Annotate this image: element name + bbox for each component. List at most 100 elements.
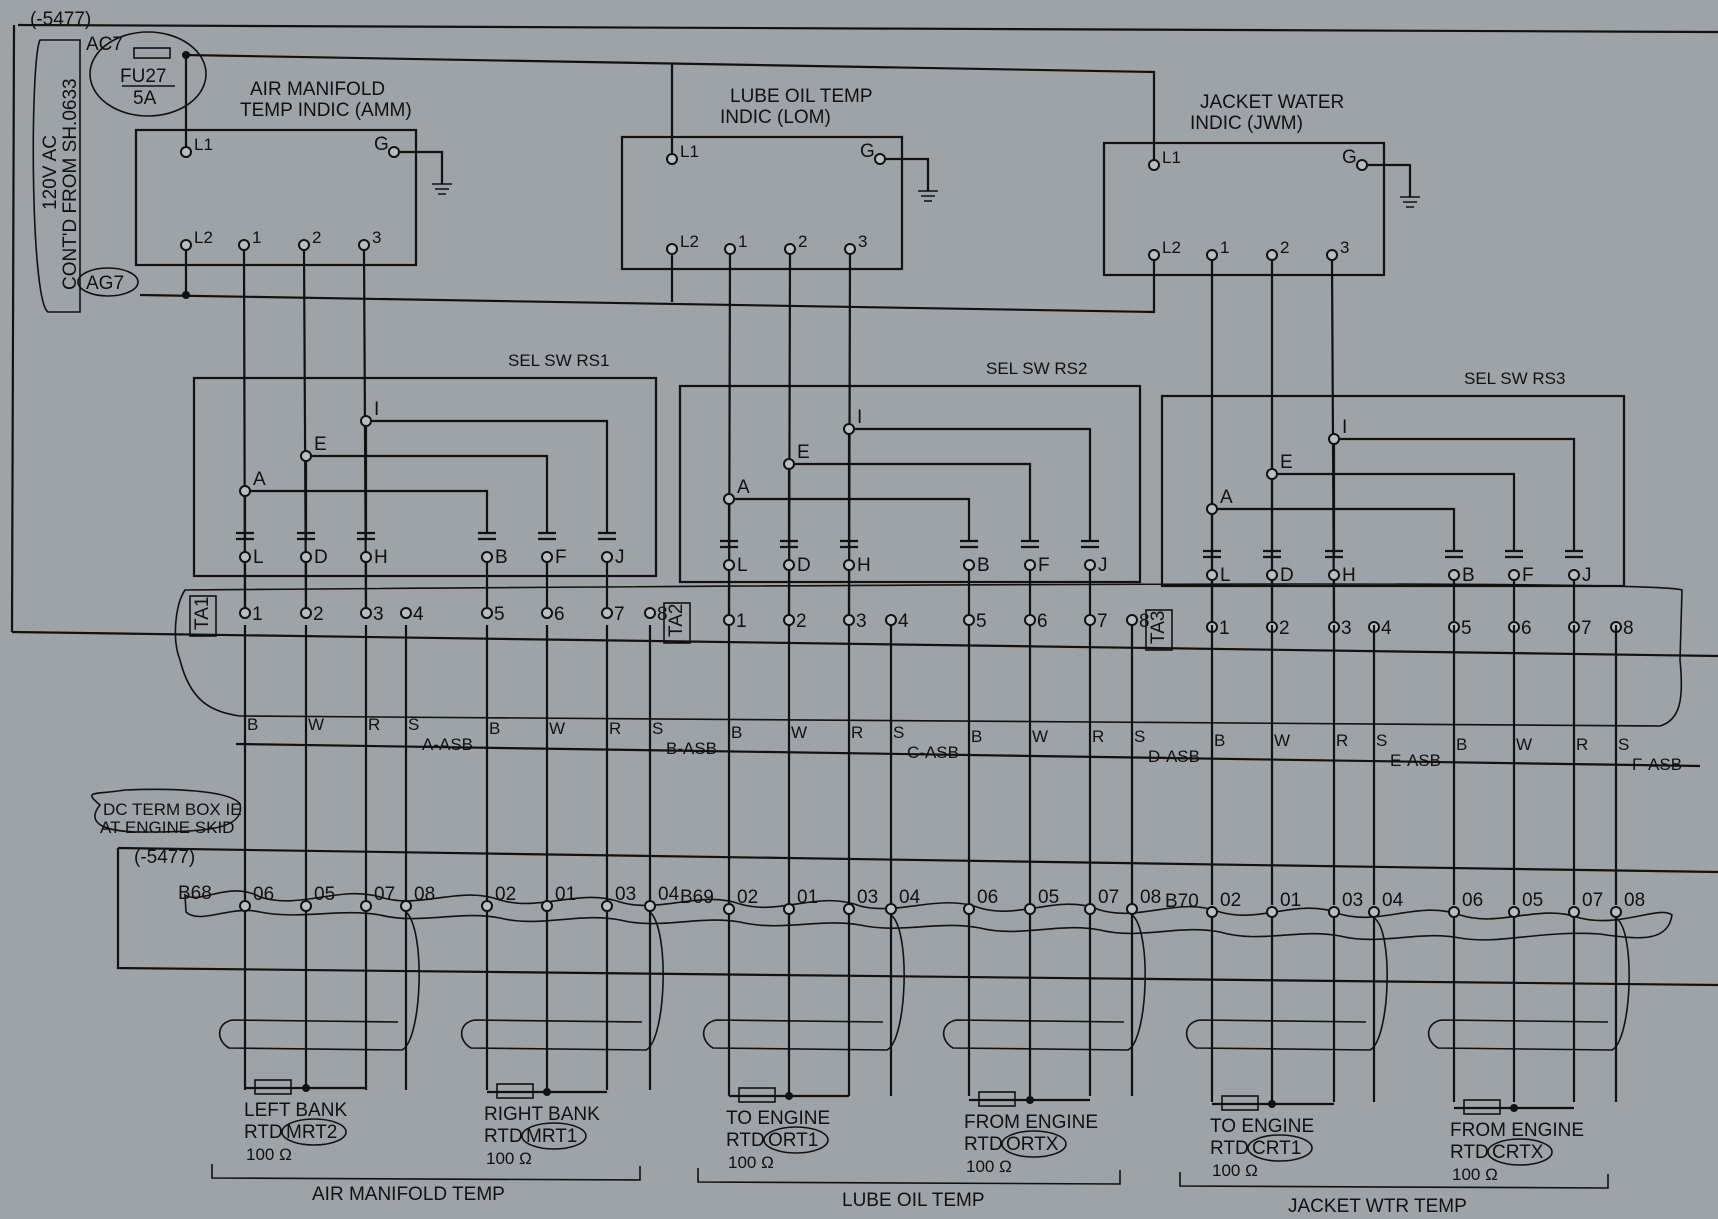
pole-label: E bbox=[797, 442, 810, 463]
dc-terminal bbox=[644, 900, 656, 912]
terminal-number: 8 bbox=[657, 604, 668, 625]
conductor-label: W bbox=[1274, 731, 1290, 750]
terminal-label: 1 bbox=[252, 228, 261, 247]
conductor-label: B bbox=[731, 723, 742, 742]
terminal-number: 4 bbox=[1381, 618, 1392, 639]
shield-drain bbox=[218, 911, 420, 1051]
switch-pole bbox=[300, 450, 312, 462]
contact-label: L bbox=[737, 555, 748, 576]
terminal-t_l2 bbox=[180, 239, 192, 251]
switch-box bbox=[1160, 394, 1626, 588]
shield-drain bbox=[942, 914, 1146, 1051]
terminal-label: L1 bbox=[194, 135, 213, 154]
terminal-number: 2 bbox=[313, 604, 324, 625]
dc-term-box: DC TERM BOX IE AT ENGINE SKID (-5477) B6… bbox=[91, 788, 1718, 1102]
supply-line1: 120V AC bbox=[40, 135, 61, 210]
terminal-point bbox=[400, 607, 412, 619]
dc-terminal bbox=[963, 903, 975, 915]
dc-block-label: B70 bbox=[1165, 891, 1199, 912]
terminal-point bbox=[601, 607, 613, 619]
rtd-type: RTD bbox=[726, 1130, 765, 1151]
rtd-resistance: 100 Ω bbox=[1212, 1161, 1258, 1180]
terminal-number: 6 bbox=[1037, 611, 1048, 632]
indicator-box bbox=[134, 128, 418, 267]
dc-terminal bbox=[1206, 906, 1218, 918]
contact-label: D bbox=[797, 555, 811, 576]
terminal-block-label: TA1 bbox=[192, 597, 213, 630]
contact-label: J bbox=[1582, 565, 1592, 586]
terminal-point bbox=[644, 607, 656, 619]
conductor-label: S bbox=[408, 715, 419, 734]
terminal-t2 bbox=[1266, 249, 1278, 261]
contact-icon bbox=[538, 531, 556, 541]
dc-terminal-number: 04 bbox=[899, 887, 921, 908]
terminal-number: 8 bbox=[1139, 611, 1150, 632]
cable-name: D-ASB bbox=[1148, 747, 1200, 766]
terminal-label: G bbox=[1342, 147, 1357, 168]
pole-label: I bbox=[1342, 417, 1347, 438]
resistor-icon bbox=[738, 1087, 776, 1103]
dc-block-label: B69 bbox=[680, 887, 714, 908]
terminal-number: 2 bbox=[1279, 618, 1290, 639]
dc-terminal-number: 06 bbox=[1462, 890, 1483, 911]
dc-terminal-number: 03 bbox=[1342, 890, 1363, 911]
terminal-point bbox=[1126, 614, 1138, 626]
rtd-tag: CRT1 bbox=[1252, 1138, 1301, 1159]
dc-terminal bbox=[885, 903, 897, 915]
conductor-label: B bbox=[971, 727, 982, 746]
rtd-type: RTD bbox=[244, 1122, 283, 1143]
terminal-label: L2 bbox=[194, 228, 213, 247]
terminal-block-label: TA3 bbox=[1148, 611, 1169, 644]
dc-terminal-number: 08 bbox=[414, 884, 435, 905]
switch-contact bbox=[1084, 559, 1096, 571]
dc-terminal bbox=[541, 900, 553, 912]
resistor-icon bbox=[254, 1079, 292, 1095]
cable-name: C-ASB bbox=[907, 743, 959, 762]
terminal-t1 bbox=[724, 243, 736, 255]
contact-label: D bbox=[1280, 565, 1294, 586]
conductor-label: R bbox=[851, 723, 863, 742]
switch-label: SEL SW RS1 bbox=[508, 351, 609, 370]
rtd-type: RTD bbox=[484, 1126, 523, 1147]
switch-label: SEL SW RS2 bbox=[986, 359, 1087, 378]
dc-terminal-number: 02 bbox=[495, 884, 516, 905]
dc-block-label: B68 bbox=[178, 883, 212, 904]
switch-contact bbox=[1024, 559, 1036, 571]
indicator-box bbox=[620, 135, 904, 271]
conductor-label: S bbox=[893, 723, 904, 742]
terminal-number: 8 bbox=[1623, 618, 1634, 639]
rtd-resistance: 100 Ω bbox=[728, 1153, 774, 1172]
terminal-point bbox=[963, 614, 975, 626]
dc-terminal bbox=[1328, 906, 1340, 918]
contact-label: B bbox=[977, 555, 990, 576]
terminal-l1 bbox=[666, 153, 678, 165]
dc-box-ref: (-5477) bbox=[134, 847, 195, 868]
terminal-t2 bbox=[784, 243, 796, 255]
return-tag: AG7 bbox=[86, 273, 124, 294]
dc-terminal bbox=[1568, 906, 1580, 918]
dc-terminal-number: 08 bbox=[1624, 890, 1645, 911]
terminal-t_l2 bbox=[666, 243, 678, 255]
cable-name: B-ASB bbox=[666, 739, 717, 758]
shield-drain bbox=[702, 914, 905, 1051]
pole-label: A bbox=[253, 469, 266, 490]
dc-terminal bbox=[1508, 906, 1520, 918]
switch-pole bbox=[843, 423, 855, 435]
resistor-icon bbox=[1221, 1095, 1259, 1111]
dc-box-note2: AT ENGINE SKID bbox=[100, 818, 234, 837]
dc-terminal-number: 05 bbox=[1522, 890, 1543, 911]
dc-terminal-number: 01 bbox=[555, 884, 576, 905]
terminal-label: 3 bbox=[372, 228, 381, 247]
terminal-number: 3 bbox=[373, 604, 384, 625]
section-label: AIR MANIFOLD TEMP bbox=[312, 1184, 505, 1205]
terminal-number: 5 bbox=[976, 611, 987, 632]
